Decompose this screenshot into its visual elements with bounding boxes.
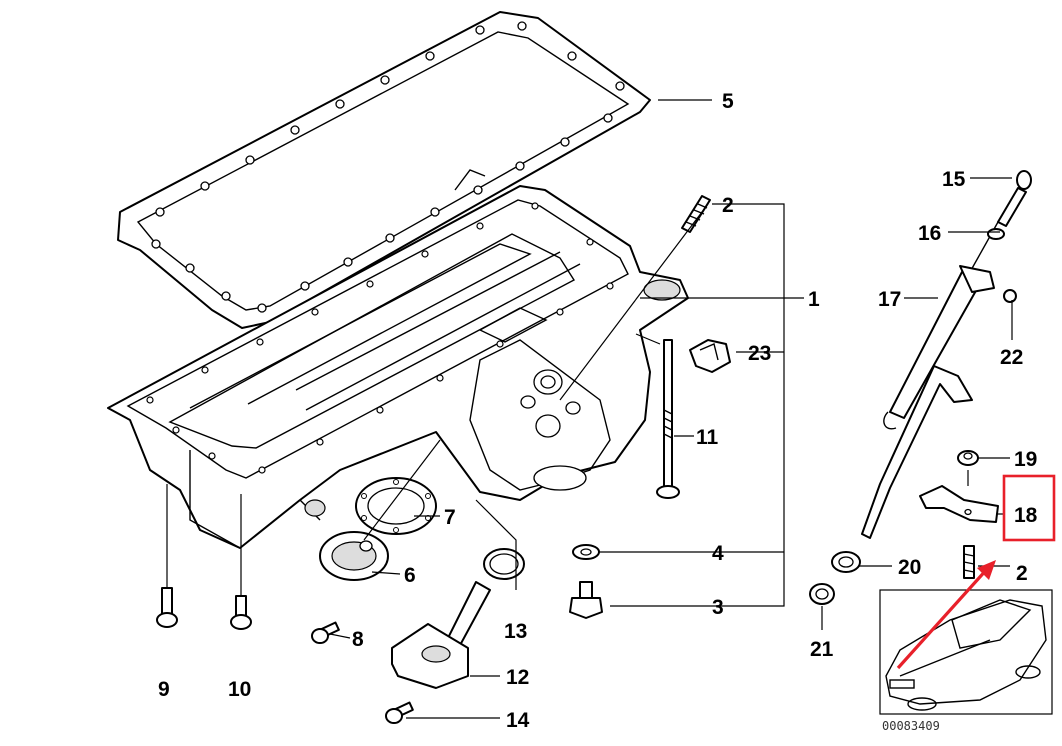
callout-21: 21 — [810, 638, 834, 661]
bolt-11 — [656, 339, 680, 499]
callout-labels: 5 2 1 23 11 4 3 7 6 8 9 10 13 12 14 15 1… — [158, 90, 1038, 732]
callout-6: 6 — [404, 564, 416, 587]
oil-level-sensor-12 — [391, 581, 491, 689]
callout-16: 16 — [918, 222, 941, 245]
diagram-code: 00083409 — [882, 719, 940, 733]
callout-18: 18 — [1014, 504, 1038, 527]
bolt-9 — [156, 587, 178, 628]
gasket-7 — [355, 477, 437, 535]
callout-8: 8 — [352, 628, 364, 651]
stud-top — [681, 195, 711, 233]
o-ring-16 — [987, 228, 1005, 240]
washer-20 — [831, 551, 861, 573]
dipstick-guide-17 — [861, 265, 995, 539]
callout-12: 12 — [506, 666, 529, 689]
bolt-10 — [230, 595, 252, 630]
red-arrow-head-icon — [977, 560, 996, 580]
callout-4: 4 — [712, 542, 724, 565]
callout-1: 1 — [808, 288, 820, 311]
callout-7: 7 — [444, 506, 456, 529]
callout-17: 17 — [878, 288, 901, 311]
callout-20: 20 — [898, 556, 921, 579]
grommet-22 — [1003, 289, 1017, 303]
callout-11: 11 — [696, 426, 719, 449]
oil-pan-gasket — [117, 11, 651, 329]
callout-13: 13 — [504, 620, 527, 643]
washer-4 — [572, 544, 600, 560]
dipstick-15 — [969, 170, 1032, 273]
callout-10: 10 — [228, 678, 251, 701]
callout-9: 9 — [158, 678, 170, 701]
callout-3: 3 — [712, 596, 724, 619]
callout-19: 19 — [1014, 448, 1037, 471]
highlight-box-18 — [1002, 474, 1056, 542]
clip-23 — [689, 339, 731, 373]
drain-plug-3 — [569, 581, 603, 619]
callout-15: 15 — [942, 168, 966, 191]
o-ring-13 — [483, 548, 525, 580]
washer-21 — [809, 583, 835, 605]
callout-14: 14 — [506, 709, 530, 732]
red-arrow-line — [896, 566, 990, 670]
bolt-14 — [385, 701, 414, 724]
oil-pan — [107, 185, 689, 549]
callout-22: 22 — [1000, 346, 1023, 369]
callout-2-right: 2 — [1016, 562, 1028, 585]
callout-23: 23 — [748, 342, 771, 365]
bracket-18 — [919, 485, 999, 523]
callout-2-top: 2 — [722, 194, 734, 217]
bolt-8 — [311, 621, 340, 644]
cover-6 — [319, 531, 389, 581]
stud-right — [963, 545, 975, 579]
nut-19 — [957, 450, 979, 466]
vehicle-inset: 00083409 — [879, 560, 1053, 733]
leader-lines — [166, 99, 1013, 719]
callout-5: 5 — [722, 90, 734, 113]
